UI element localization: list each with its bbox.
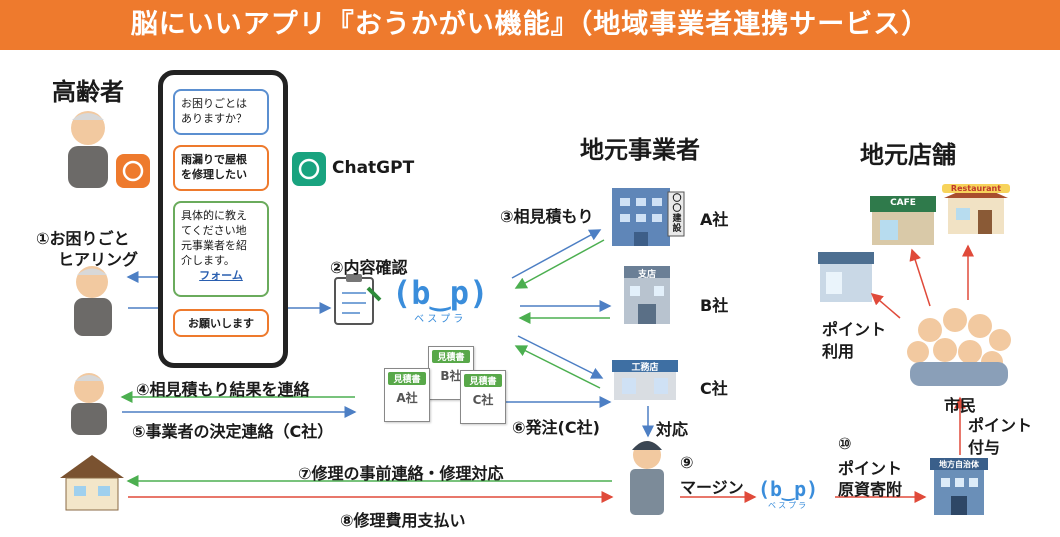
section-local-business: 地元事業者	[580, 136, 700, 164]
sign-cafe: CAFE	[890, 198, 916, 208]
brand-logo-small-text: (b‿p)	[758, 477, 819, 501]
arrow-to-a	[511, 229, 602, 279]
step-8: ⑧修理費用支払い	[340, 511, 466, 530]
arrow-to-c	[517, 335, 604, 379]
brand-logo-sub: ベスプラ	[414, 314, 467, 325]
step-9-num: ⑨	[680, 453, 694, 472]
company-a-label: A社	[700, 210, 729, 229]
restaurant-shop-icon	[944, 184, 1008, 234]
app-icon	[116, 154, 150, 188]
kiosk-shop-icon	[818, 252, 874, 302]
brand-logo-small: (b‿p) ベスプラ	[758, 478, 818, 511]
elderly-person-icon	[68, 111, 108, 188]
page-title-banner: 脳にいいアプリ『おうかがい機能』（地域事業者連携サービス）	[0, 0, 1060, 50]
city-hall-icon	[930, 458, 988, 515]
building-a-icon	[612, 188, 685, 246]
chatgpt-logo-icon	[292, 152, 326, 186]
step-6-respond: 対応	[656, 420, 689, 439]
brand-logo-main: (b‿p) ベスプラ	[392, 276, 488, 325]
chat-bubble-confirm: お願いします	[173, 309, 269, 337]
brand-logo-small-sub: ベスプラ	[768, 501, 809, 510]
arrow-use-cafe	[909, 248, 931, 307]
arrow-from-a	[514, 239, 605, 289]
citizens-crowd-icon	[907, 308, 1011, 386]
step-10-line2: 原資寄附	[838, 480, 903, 499]
quote-doc-c: 見積書 C社	[460, 370, 506, 424]
step-10-line1: ポイント	[838, 459, 903, 478]
step-7: ⑦修理の事前連絡・修理対応	[298, 464, 504, 483]
house-icon	[60, 455, 124, 511]
citizens-label: 市民	[944, 396, 977, 415]
quote-doc-a-name: A社	[396, 391, 418, 405]
answer-text: 具体的に教え てください地 元事業者を紹 介します。	[181, 209, 247, 267]
phone-frame: お困りごとは ありますか？ 雨漏りで屋根 を修理したい 具体的に教え てください…	[158, 70, 288, 368]
elderly-person-icon-3	[71, 373, 107, 435]
point-use-line1: ポイント	[822, 320, 887, 339]
company-c-label: C社	[700, 379, 728, 398]
chat-bubble-answer: 具体的に教え てください地 元事業者を紹 介します。 フォーム	[173, 201, 269, 297]
chat-bubble-request: 雨漏りで屋根 を修理したい	[173, 145, 269, 191]
sign-restaurant: Restaurant	[942, 184, 1010, 193]
worker-icon	[630, 441, 664, 515]
step-3: ③相見積もり	[500, 207, 594, 226]
building-b-icon	[624, 266, 670, 324]
step-10-num: ⑩	[838, 434, 852, 453]
sign-b: 支店	[637, 270, 656, 280]
arrow-use-kiosk	[870, 293, 901, 319]
quote-doc-a-header: 見積書	[388, 372, 426, 385]
point-use-line2: 利用	[822, 342, 855, 361]
section-local-shops: 地元店舗	[860, 141, 956, 169]
step-6: ⑥発注(C社)	[512, 418, 600, 437]
quote-doc-c-header: 見積書	[464, 374, 502, 387]
clipboard-icon	[334, 274, 382, 325]
step-9: マージン	[680, 478, 744, 497]
building-c-icon	[612, 360, 678, 400]
chatgpt-label: ChatGPT	[332, 158, 415, 178]
cafe-shop-icon	[870, 196, 936, 245]
step-2: ②内容確認	[330, 258, 408, 277]
form-link[interactable]: フォーム	[199, 269, 243, 282]
chat-bubble-question: お困りごとは ありますか？	[173, 89, 269, 135]
quote-doc-a: 見積書 A社	[384, 368, 430, 422]
quote-doc-b-name: B社	[440, 369, 462, 383]
sign-city: 地方自治体	[939, 460, 979, 469]
section-elderly: 高齢者	[52, 78, 124, 106]
company-b-label: B社	[700, 296, 729, 315]
point-grant-line2: 付与	[968, 438, 1001, 457]
point-grant-line1: ポイント	[968, 416, 1033, 435]
brand-logo-text: (b‿p)	[392, 274, 489, 312]
step-5: ⑤事業者の決定連絡（C社）	[132, 422, 334, 441]
quote-doc-b-header: 見積書	[432, 350, 470, 363]
step-1-line2: ヒアリング	[58, 250, 139, 269]
sign-c: 工務店	[631, 363, 659, 373]
step-1-line1: ①お困りごと	[36, 229, 130, 248]
quote-doc-c-name: C社	[472, 393, 494, 407]
elderly-person-icon-2	[74, 266, 112, 336]
sign-a: 〇〇建設	[672, 194, 682, 234]
arrow-from-c	[514, 345, 601, 389]
step-4: ④相見積もり結果を連絡	[136, 380, 310, 399]
